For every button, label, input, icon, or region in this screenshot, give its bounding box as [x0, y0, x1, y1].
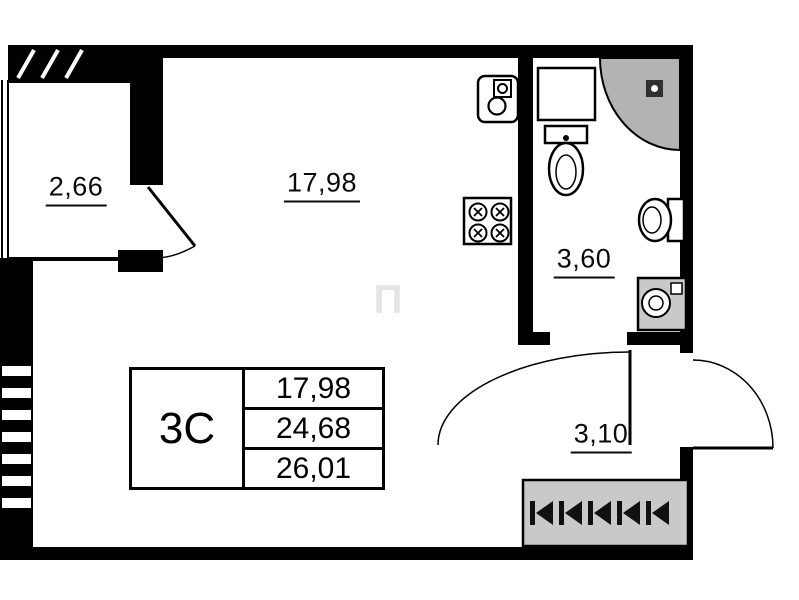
stove-icon — [462, 196, 513, 246]
sliding-door-arrow-icon — [530, 501, 669, 525]
room-label-bathroom: 3,60 — [553, 244, 615, 279]
legend-table: 3С 17,98 24,68 26,01 — [129, 367, 385, 490]
wall-bathroom-divider — [518, 58, 533, 345]
watermark: П — [373, 277, 403, 322]
toilet-icon — [637, 197, 686, 243]
entrance-door — [680, 351, 774, 450]
washbasin-icon — [543, 124, 589, 197]
balcony-door — [146, 186, 197, 259]
balcony-glazing-hatch — [16, 49, 84, 79]
legend-values-column: 17,98 24,68 26,01 — [242, 370, 382, 487]
bathroom-cabinet-icon — [536, 66, 597, 122]
wall-bottom — [0, 547, 693, 560]
balcony-railing — [1, 80, 120, 261]
wall-right-upper — [680, 45, 693, 352]
legend-row-apartment-area: 24,68 — [245, 410, 382, 450]
legend-apartment-type: 3С — [158, 403, 216, 453]
room-label-balcony: 2,66 — [45, 172, 107, 207]
legend-row-living-area: 17,98 — [245, 370, 382, 410]
wall-bathroom-stub-right — [627, 332, 693, 345]
wall-left — [0, 258, 33, 560]
room-label-hallway: 3,10 — [570, 419, 632, 454]
wall-balcony-corner — [118, 250, 163, 272]
bathroom-door — [437, 350, 632, 446]
washing-machine-icon — [636, 276, 688, 332]
wall-bathroom-stub-left — [518, 332, 550, 345]
walls — [0, 45, 693, 560]
shower-icon — [598, 57, 681, 152]
wardrobe-icon — [521, 478, 690, 548]
kitchen-sink-icon — [476, 74, 520, 124]
legend-row-total-area: 26,01 — [275, 451, 352, 485]
wall-balcony-divider — [130, 45, 163, 185]
room-label-living: 17,98 — [283, 168, 361, 203]
balcony-glazing-icon — [8, 45, 135, 83]
wall-top — [130, 45, 693, 58]
ladder-icon — [2, 366, 31, 508]
